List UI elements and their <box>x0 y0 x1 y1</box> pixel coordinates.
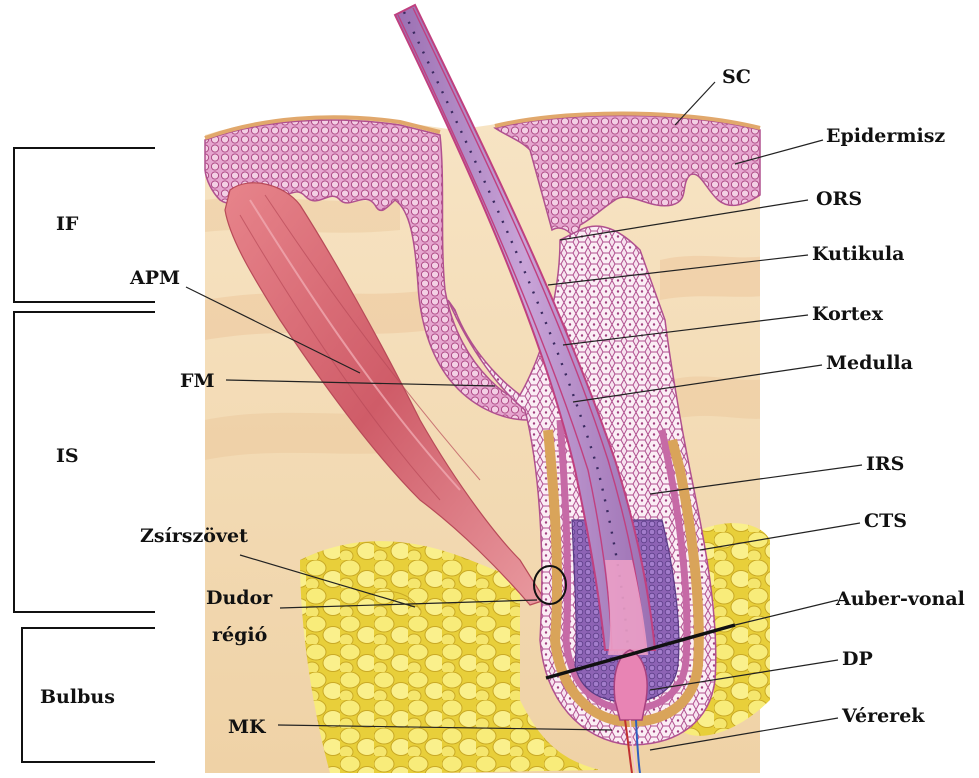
label-epidermis: Epidermisz <box>826 125 945 147</box>
label-medulla: Medulla <box>826 352 913 374</box>
bracket-is <box>14 312 155 612</box>
label-fat: Zsírszövet <box>140 525 248 547</box>
label-ors: ORS <box>816 188 862 210</box>
label-cts: CTS <box>864 510 907 532</box>
label-bulge-2: régió <box>212 624 267 646</box>
label-if: IF <box>56 213 79 235</box>
label-fm: FM <box>180 370 215 392</box>
label-sc: SC <box>722 66 751 88</box>
label-irs: IRS <box>866 453 904 475</box>
label-apm: APM <box>129 267 180 289</box>
label-auber: Auber-vonal <box>835 588 965 610</box>
label-mk: MK <box>228 716 267 738</box>
label-is: IS <box>56 445 79 467</box>
label-bulge-1: Dudor <box>206 587 273 609</box>
label-bulbus: Bulbus <box>40 686 115 708</box>
label-cuticle: Kutikula <box>812 243 904 265</box>
label-vessels: Vérerek <box>841 705 925 727</box>
region-brackets <box>14 148 155 762</box>
label-cortex: Kortex <box>812 303 884 325</box>
label-dp: DP <box>842 648 873 670</box>
